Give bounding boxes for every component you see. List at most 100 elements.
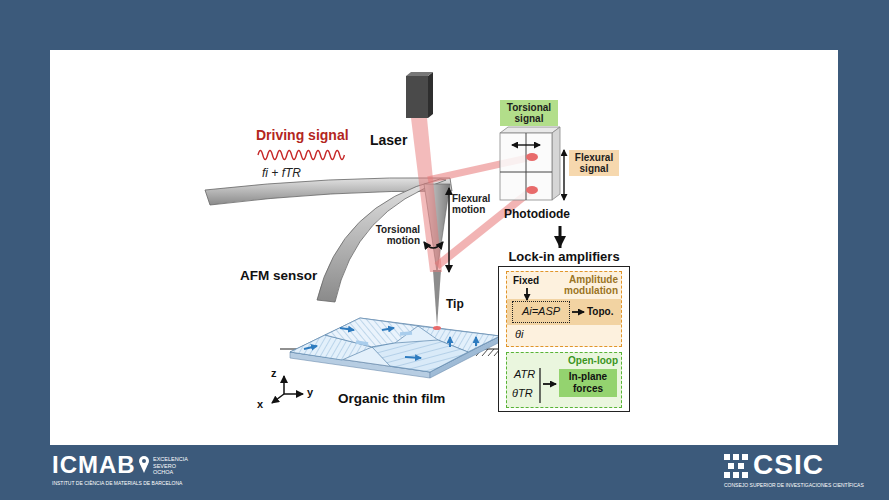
logo-text: ICMAB xyxy=(52,452,136,478)
afm-tip xyxy=(433,326,441,330)
laser-source xyxy=(406,72,433,118)
csic-emblem xyxy=(724,472,730,478)
logo-subtext: EXCELENCIA SEVERO OCHOA xyxy=(153,456,193,476)
thin-film xyxy=(382,328,394,330)
signal-box: Torsional signal xyxy=(500,100,558,126)
text-holder: Lock-in amplifiers xyxy=(498,249,630,264)
laser-source xyxy=(428,72,433,118)
text-holder: CSIC xyxy=(753,450,824,480)
output-label: In-plane forces xyxy=(560,371,616,395)
photodiode-cube xyxy=(526,153,538,161)
laser-source xyxy=(406,72,433,76)
lock-in-group: Lock-in amplifiersAmplitude modulation Fi… xyxy=(498,249,630,412)
device-label: Photodiode xyxy=(497,207,577,221)
thin-film xyxy=(449,337,451,347)
photodiode-cube xyxy=(512,144,540,145)
signal-symbol: ATR xyxy=(514,368,535,381)
photodiode-cube xyxy=(500,172,552,173)
motion-label: Torsional motion xyxy=(366,224,420,246)
csic-emblem xyxy=(728,463,734,469)
photodiode-cube xyxy=(552,127,560,200)
text-holder: ATR xyxy=(514,368,535,381)
part-label: Laser xyxy=(370,132,407,148)
text-holder: CONSEJO SUPERIOR DE INVESTIGACIONES CIEN… xyxy=(724,482,864,488)
text-holder: ICMAB xyxy=(52,452,136,478)
output-box: In-plane forces xyxy=(559,369,617,397)
icmab-pin xyxy=(142,459,146,463)
text-holder: Tip xyxy=(446,297,464,311)
motion-arrows xyxy=(448,188,450,272)
csic-emblem xyxy=(733,472,739,478)
logo-subtext: INSTITUT DE CIÈNCIA DE MATERIALS DE BARC… xyxy=(52,480,182,486)
text-holder: Torsional motion xyxy=(366,224,420,246)
sample-stage xyxy=(488,349,494,356)
logo-text: CSIC xyxy=(753,450,824,480)
thin-film xyxy=(372,340,468,372)
axis-label: y xyxy=(307,386,313,399)
mode-arrows xyxy=(543,383,556,385)
mode-arrows xyxy=(539,368,540,403)
photodiode-cube xyxy=(526,186,538,194)
axes xyxy=(272,376,303,403)
motion-label: Flexural motion xyxy=(452,193,500,215)
thin-film xyxy=(356,342,368,344)
photodiode-cube xyxy=(563,150,564,200)
text-holder: θTR xyxy=(512,387,533,400)
thin-film xyxy=(400,333,412,334)
axes xyxy=(272,394,284,403)
csic-emblem xyxy=(733,454,739,460)
thin-film xyxy=(405,357,421,358)
mode-arrows xyxy=(572,311,584,313)
photodiode: Photodiode xyxy=(497,124,577,224)
part-label: Tip xyxy=(446,297,464,311)
connector-arrow xyxy=(559,226,562,248)
afm-cantilever xyxy=(205,178,452,302)
text-holder: fi + fTR xyxy=(262,166,301,180)
driving-wave xyxy=(258,151,344,160)
mode-box: Open-loopATR θTR In-plane forces xyxy=(506,352,622,408)
csic-emblem xyxy=(742,454,748,460)
text-holder: Organic thin film xyxy=(338,391,445,407)
afm-tip xyxy=(433,270,441,327)
thin-film xyxy=(290,318,500,378)
group-heading: Lock-in amplifiers xyxy=(498,249,630,264)
text-holder: x xyxy=(257,398,263,411)
text-holder: Flexural motion xyxy=(452,193,500,215)
motion-arrows xyxy=(424,188,449,272)
signal-box: Flexural signal xyxy=(569,150,619,176)
csic-emblem xyxy=(738,463,744,469)
text-holder: Amplitude modulation xyxy=(558,274,618,296)
thin-film xyxy=(290,318,500,372)
icmab-pin xyxy=(140,464,148,473)
parameter-label: Fixed xyxy=(513,275,539,287)
text-holder: y xyxy=(307,386,313,399)
setpoint-box: Ai=ASP xyxy=(512,301,570,323)
text-holder: AFM sensor xyxy=(240,268,317,284)
photodiode-cube xyxy=(500,127,560,133)
frequency-label: fi + fTR xyxy=(262,166,301,180)
mode-title: Open-loop xyxy=(568,355,618,367)
signal-label: Flexural signal xyxy=(570,152,618,174)
text-holder: θi xyxy=(515,328,523,341)
mode-box: Amplitude modulation FixedTopo. θi Ai=ASP xyxy=(506,271,622,347)
logo-subtext: CONSEJO SUPERIOR DE INVESTIGACIONES CIEN… xyxy=(724,482,864,488)
white-panel xyxy=(50,50,838,445)
text-holder: EXCELENCIA SEVERO OCHOA xyxy=(153,456,193,476)
laser-source xyxy=(406,76,428,118)
text-holder: Driving signal xyxy=(256,127,349,143)
thin-film xyxy=(290,318,500,372)
axes xyxy=(283,376,285,394)
photodiode-cube xyxy=(500,133,552,200)
signal-title: Driving signal xyxy=(256,127,349,143)
text-holder: Fixed xyxy=(513,275,539,287)
signal-label: Torsional signal xyxy=(501,102,557,124)
axes xyxy=(284,393,303,395)
motion-arrows xyxy=(424,242,443,248)
part-label: AFM sensor xyxy=(240,268,317,284)
mode-title: Amplitude modulation xyxy=(558,274,618,296)
axis-label: z xyxy=(271,367,277,380)
csic-emblem xyxy=(724,454,748,478)
text-holder: Laser xyxy=(370,132,407,148)
text-holder: Topo. xyxy=(587,306,613,318)
